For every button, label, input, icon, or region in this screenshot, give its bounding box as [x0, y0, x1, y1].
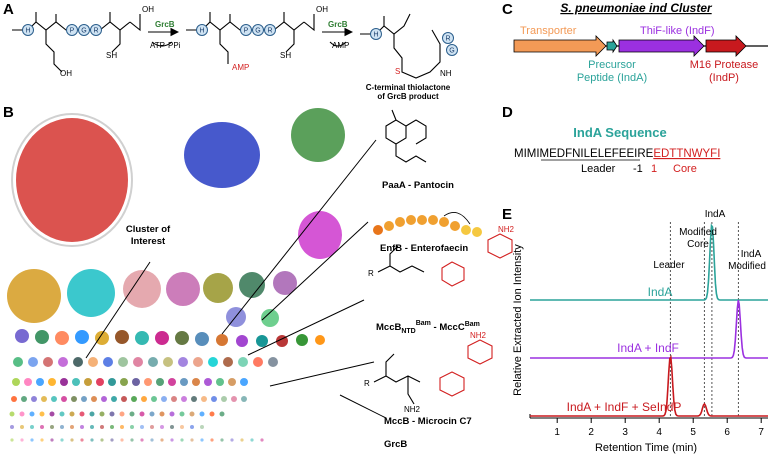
paaa-label: PaaA - Pantocin: [382, 180, 454, 191]
x-axis-label: Retention Time (min): [595, 442, 697, 454]
panel-a-labels: GrcB ATP PPi GrcB AMP AMP OH SH SH OH OH…: [60, 5, 452, 101]
r-group-1: R: [368, 269, 374, 278]
residue-h: H: [25, 28, 30, 35]
x-tick-label-1: 1: [554, 427, 560, 438]
atp-label: ATP: [150, 41, 165, 50]
x-tick-label-2: 2: [588, 427, 594, 438]
oh-label-3: OH: [316, 5, 328, 14]
panel-label-a: A: [3, 1, 14, 18]
panel-b-atom-labels: R R NH2 NH2 NH2: [364, 225, 515, 414]
trace-label-inda-indf-seindp: IndA + IndF + SeIndP: [567, 400, 682, 414]
residue-r-3: R: [445, 36, 450, 43]
sh-label: SH: [106, 51, 117, 60]
cluster-title: S. pneumoniae ind Cluster: [560, 1, 713, 15]
enfb-label: EnfB - Enterofaecin: [380, 243, 468, 254]
mccb-c7-label: MccB - Microcin C7: [384, 416, 472, 427]
thif-label: ThiF-like (IndF): [640, 25, 715, 37]
x-tick-label-3: 3: [622, 427, 628, 438]
precursor-label-2: Peptide (IndA): [577, 72, 647, 84]
ppi-label: PPi: [168, 41, 181, 50]
s-label: S: [395, 67, 400, 76]
panel-b-network: [7, 108, 345, 442]
residue-h-3: H: [373, 32, 378, 39]
product-caption-2: of GrcB product: [377, 92, 439, 101]
sequence-title: IndA Sequence: [573, 125, 666, 140]
trace-1: [530, 300, 768, 359]
residue-g-3: G: [449, 48, 454, 55]
oh-label: OH: [60, 69, 72, 78]
marker-inda-label: IndA: [705, 209, 726, 220]
residue-p-2: P: [244, 28, 249, 35]
x-tick-label-4: 4: [656, 427, 662, 438]
cluster-of-interest-line2: Interest: [131, 236, 166, 247]
trace-0: [530, 223, 768, 301]
residue-r: R: [93, 28, 98, 35]
panel-c-labels: S. pneumoniae ind Cluster Transporter Th…: [520, 1, 758, 84]
oh-label-2: OH: [142, 5, 154, 14]
x-axis-ticks: 1 2 3 4 5 6 7: [554, 418, 764, 438]
amp-adduct-label: AMP: [232, 63, 249, 72]
sh-label-2: SH: [280, 51, 291, 60]
minus-one-label: -1: [633, 163, 643, 175]
marker-modified-core-2: Core: [687, 239, 709, 250]
trace-2: [530, 354, 768, 417]
marker-inda-mod-2: Modified: [728, 261, 766, 272]
residue-r-2: R: [267, 28, 272, 35]
grcb-label: GrcB: [384, 439, 407, 450]
nh-label: NH: [440, 69, 452, 78]
panel-a-reaction-scheme: [12, 12, 441, 79]
protease-label-1: M16 Protease: [690, 59, 758, 71]
residue-g-2: G: [255, 28, 260, 35]
enzyme-grcb-2: GrcB: [328, 20, 348, 29]
panel-b-labels: Cluster of Interest PaaA - Pantocin EnfB…: [126, 180, 480, 450]
precursor-label-1: Precursor: [588, 59, 636, 71]
transporter-label: Transporter: [520, 25, 577, 37]
residue-p: P: [70, 28, 75, 35]
trace-label-inda: IndA: [648, 285, 673, 299]
plus-one-label: 1: [651, 163, 657, 175]
panel-b-pointer-lines: [85, 139, 387, 419]
core-label: Core: [673, 163, 697, 175]
panel-a-beads: [22, 24, 458, 56]
residue-h-2: H: [199, 28, 204, 35]
marker-lines: [669, 222, 739, 418]
leader-label: Leader: [581, 163, 616, 175]
panel-c-gene-cluster: [513, 35, 768, 57]
panel-d-sequence: IndA Sequence MIMIMEDFNILELEFEEIREEDTTNW…: [514, 125, 720, 175]
r-group-2: R: [364, 379, 370, 388]
protease-label-2: (IndP): [709, 72, 739, 84]
enfb-peptide-beads: [373, 212, 482, 237]
mccb-ntd-label: MccBNTDBam - MccCBam: [376, 320, 480, 335]
chromatogram-traces: [530, 223, 768, 417]
nh2-3: NH2: [404, 405, 421, 414]
panel-a-bead-labels: H P G R H P G R H R G: [25, 28, 454, 55]
enzyme-grcb-1: GrcB: [155, 20, 175, 29]
y-axis-label: Relative Extracted Ion Intensity: [512, 244, 524, 396]
nh2-2: NH2: [470, 331, 487, 340]
amp-out-label: AMP: [332, 41, 349, 50]
nh2-1: NH2: [498, 225, 515, 234]
x-tick-label-6: 6: [724, 427, 730, 438]
residue-g: G: [81, 28, 86, 35]
sequence-text: MIMIMEDFNILELEFEEIREEDTTNWYFI: [514, 148, 720, 160]
panel-e-chart: 1 2 3 4 5 6 7 Relative Extracted Ion Intensity…: [512, 209, 768, 454]
panel-label-c: C: [502, 1, 513, 18]
cluster-of-interest-line1: Cluster of: [126, 224, 171, 235]
x-tick-label-5: 5: [690, 427, 696, 438]
panel-label-b: B: [3, 104, 14, 121]
marker-inda-mod-1: IndA: [741, 249, 762, 260]
marker-leader-label: Leader: [653, 260, 685, 271]
panel-b-structures: [373, 109, 513, 405]
product-caption-1: C-terminal thiolactone: [366, 83, 451, 92]
panel-label-e: E: [502, 206, 513, 223]
x-tick-label-7: 7: [758, 427, 764, 438]
trace-label-inda-indf: IndA + IndF: [617, 341, 679, 355]
panel-label-d: D: [502, 104, 513, 121]
marker-modified-core-1: Modified: [679, 227, 717, 238]
